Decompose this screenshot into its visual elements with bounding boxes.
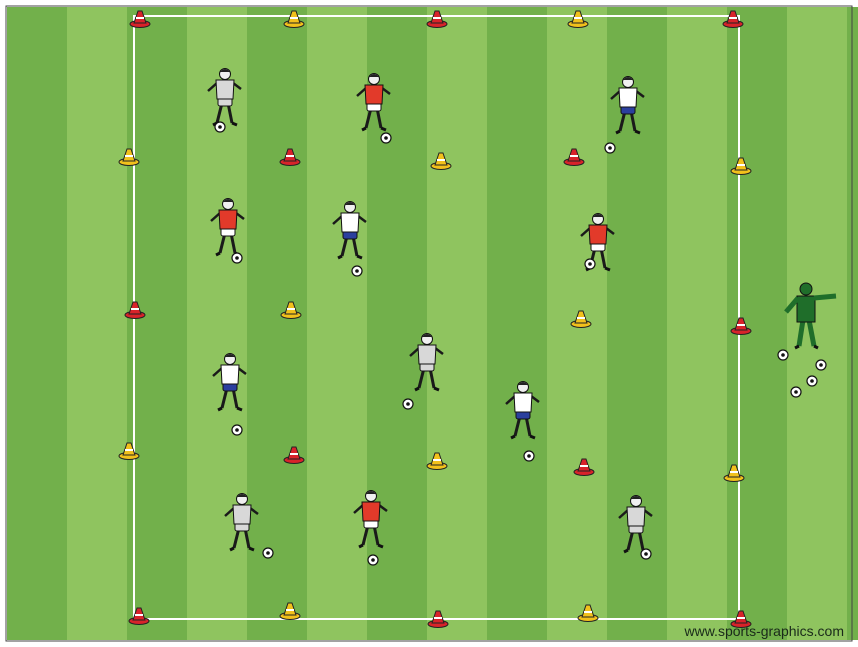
ball xyxy=(368,555,378,565)
pitch-stripe xyxy=(67,7,127,640)
pitch-stripe xyxy=(127,7,187,640)
ball xyxy=(816,360,826,370)
pitch-stripe xyxy=(307,7,367,640)
pitch-stripe xyxy=(607,7,667,640)
ball xyxy=(381,133,391,143)
ball xyxy=(791,387,801,397)
ball xyxy=(232,253,242,263)
watermark: www.sports-graphics.com xyxy=(685,623,845,639)
ball xyxy=(585,259,595,269)
ball xyxy=(352,266,362,276)
pitch-stripe xyxy=(787,7,847,640)
ball xyxy=(215,122,225,132)
ball xyxy=(263,548,273,558)
pitch-stripe xyxy=(487,7,547,640)
pitch-stripe xyxy=(727,7,787,640)
ball xyxy=(403,399,413,409)
pitch-stripe xyxy=(427,7,487,640)
pitch-stripe xyxy=(247,7,307,640)
ball xyxy=(778,350,788,360)
pitch-stripe xyxy=(7,7,67,640)
pitch-stripe xyxy=(667,7,727,640)
ball xyxy=(807,376,817,386)
ball xyxy=(524,451,534,461)
ball xyxy=(605,143,615,153)
pitch-stripe xyxy=(187,7,247,640)
ball xyxy=(232,425,242,435)
ball xyxy=(641,549,651,559)
